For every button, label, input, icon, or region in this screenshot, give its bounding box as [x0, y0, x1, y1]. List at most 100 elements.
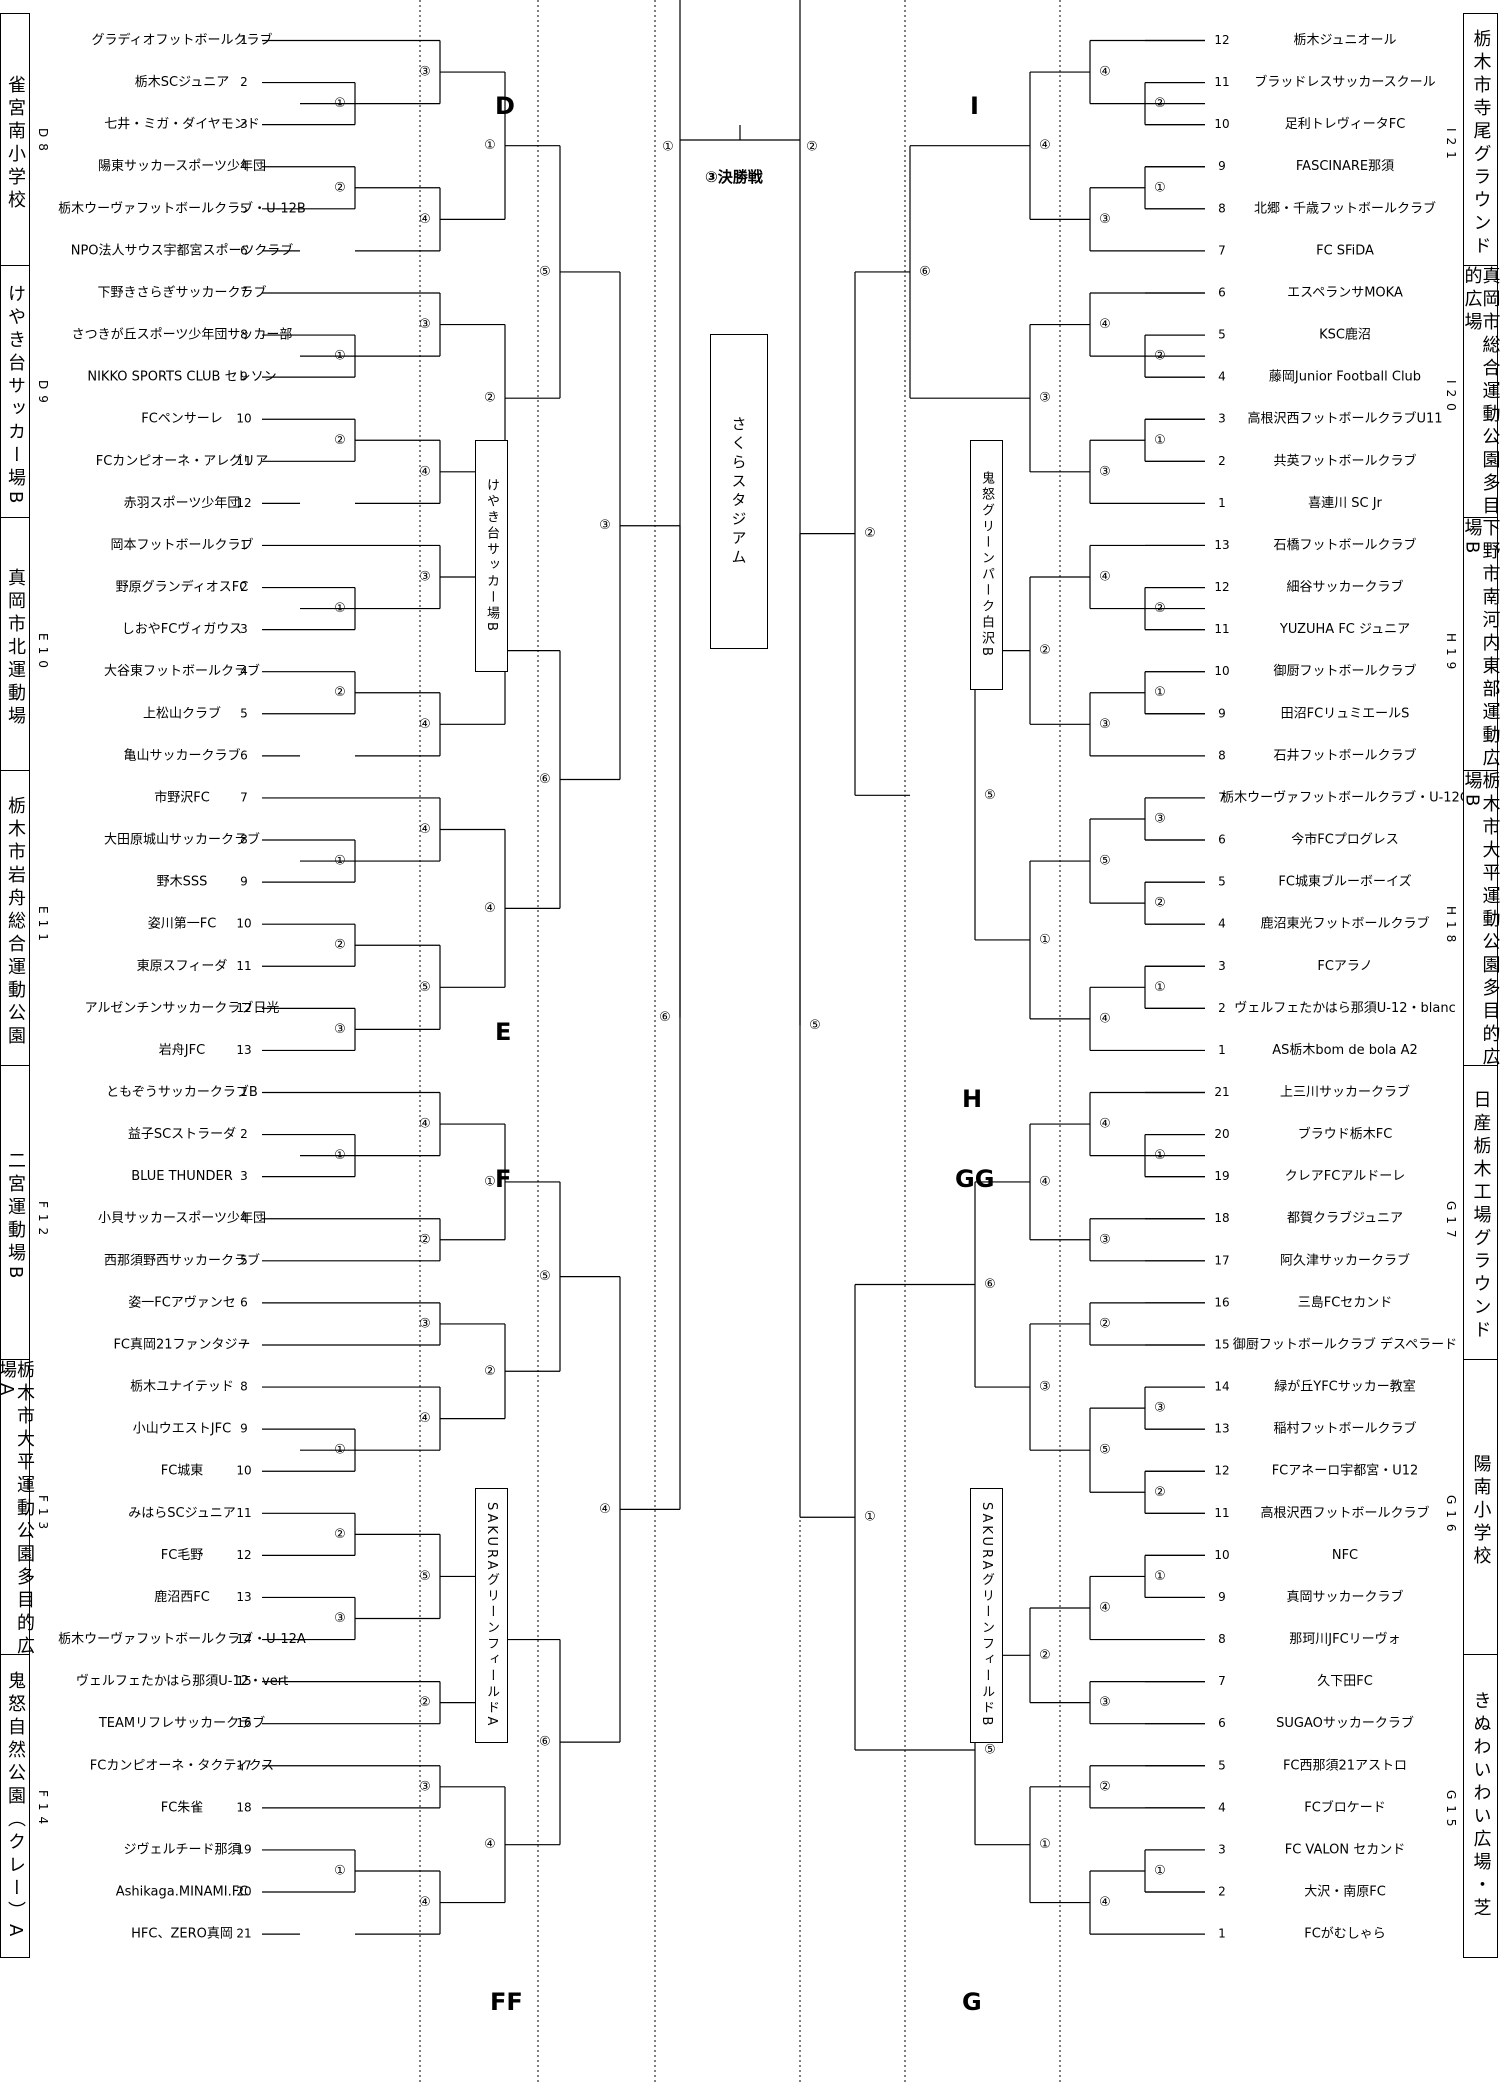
team-seed: 10 [236, 412, 251, 426]
round-label: ① [1154, 1863, 1166, 1878]
team-seed: 4 [240, 159, 248, 173]
team-name: FCアネーロ宇都宮・U12 [1272, 1463, 1419, 1479]
group-code: F13 [36, 1495, 50, 1536]
team-name: FC朱雀 [161, 1800, 204, 1815]
team-seed: 1 [240, 1085, 248, 1099]
team-seed: 9 [1218, 1590, 1226, 1604]
round-label: ③ [419, 65, 431, 80]
team-name: ジヴェルチード那須 [123, 1841, 240, 1857]
round-label: ① [1154, 180, 1166, 195]
team-name: 高根沢西フットボールクラブU11 [1247, 411, 1442, 427]
team-name: 高根沢西フットボールクラブ [1260, 1505, 1429, 1521]
team-seed: 1 [1218, 1043, 1226, 1057]
group-code: H19 [1444, 632, 1458, 675]
team-name: HFC、ZERO真岡 [131, 1927, 233, 1942]
venue-name: 真岡市北運動場 [5, 568, 26, 730]
round-label: ④ [1099, 1011, 1111, 1026]
group-code: E11 [36, 906, 50, 948]
round-label: ④ [1099, 1117, 1111, 1132]
venue-box: 雀宮南小学校 [0, 12, 30, 275]
team-seed: 11 [236, 1506, 251, 1520]
round-label: ② [484, 391, 496, 406]
team-name: みはらSCジュニア [128, 1506, 235, 1521]
round-label: ④ [419, 822, 431, 837]
team-seed: 7 [1218, 790, 1226, 804]
team-seed: 6 [240, 243, 248, 257]
team-name: FCカンピオーネ・アレグリア [96, 454, 269, 469]
team-name: 鹿沼東光フットボールクラブ [1260, 916, 1429, 932]
team-name: FC SFiDA [1316, 243, 1374, 258]
team-seed: 10 [1214, 664, 1229, 678]
team-name: ブラウド栃木FC [1298, 1126, 1393, 1142]
team-name: 赤羽スポーツ少年団 [124, 496, 241, 511]
team-name: ともぞうサッカークラブB [106, 1084, 258, 1100]
round-label: ④ [484, 1837, 496, 1852]
team-name: 大田原城山サッカークラブ [104, 832, 260, 848]
team-seed: 4 [1218, 917, 1226, 931]
venue-name: 鬼怒自然公園（クレー）A [5, 1670, 26, 1941]
team-name: 石井フットボールクラブ [1273, 747, 1416, 763]
round-label: ① [1039, 932, 1051, 947]
group-code: G17 [1444, 1200, 1458, 1244]
team-seed: 17 [236, 1758, 251, 1772]
team-seed: 12 [1214, 1464, 1229, 1478]
final-label: ③決勝戦 [705, 168, 763, 186]
team-name: AS栃木bom de bola A2 [1272, 1043, 1418, 1058]
team-seed: 2 [240, 580, 248, 594]
team-name: 東原スフィーダ [137, 958, 228, 974]
center-venue-name: SAKURAグリーンフィールドA [484, 1502, 499, 1729]
round-label: ③ [1099, 212, 1111, 227]
round-label: ② [1099, 1316, 1111, 1331]
round-label: ③ [1099, 464, 1111, 479]
round-label: ③ [1099, 1695, 1111, 1710]
team-seed: 7 [1218, 1674, 1226, 1688]
team-name: 上松山クラブ [143, 705, 221, 721]
team-name: 都賀クラブジュニア [1287, 1210, 1403, 1226]
team-seed: 6 [240, 1295, 248, 1309]
team-name: 三島FCセカンド [1298, 1295, 1393, 1310]
team-name: 藤岡Junior Football Club [1269, 370, 1421, 385]
team-seed: 3 [1218, 1842, 1226, 1856]
round-label: ① [864, 1510, 876, 1525]
center-venue-name: SAKURAグリーンフィールドB [979, 1502, 994, 1729]
block-label: H [962, 1085, 983, 1113]
group-code: I20 [1444, 380, 1458, 417]
group-code: G16 [1444, 1495, 1458, 1538]
round-label: ④ [419, 212, 431, 227]
round-label: ③ [1154, 1401, 1166, 1416]
team-name: FCアラノ [1317, 959, 1372, 974]
team-name: 小山ウエストJFC [133, 1422, 231, 1437]
round-label: ① [1154, 433, 1166, 448]
team-seed: 11 [236, 959, 251, 973]
team-name: ヴェルフェたかはら那須U-12・blanc [1234, 1000, 1455, 1016]
team-seed: 8 [1218, 748, 1226, 762]
round-label: ④ [419, 717, 431, 732]
team-name: FASCINARE那須 [1296, 159, 1394, 174]
team-seed: 14 [236, 1632, 251, 1646]
stadium-box: さくらスタジアム [710, 334, 768, 649]
venue-name: けやき台サッカー場B [5, 283, 26, 509]
group-code: F12 [36, 1200, 50, 1241]
round-label: ④ [1099, 1895, 1111, 1910]
team-seed: 9 [1218, 159, 1226, 173]
team-name: クレアFCアルドーレ [1285, 1169, 1405, 1184]
team-seed: 3 [240, 622, 248, 636]
team-seed: 7 [240, 1337, 248, 1351]
team-seed: 6 [240, 748, 248, 762]
round-label: ⑥ [539, 1735, 551, 1750]
round-label: ④ [1099, 570, 1111, 585]
round-label: ④ [1099, 317, 1111, 332]
team-name: FC真岡21ファンタジー [113, 1337, 250, 1352]
team-seed: 7 [1218, 243, 1226, 257]
round-label: ③ [599, 518, 611, 533]
team-seed: 16 [1214, 1295, 1229, 1309]
block-label: E [495, 1018, 512, 1046]
round-label: ② [334, 938, 346, 953]
team-name: エスペランサMOKA [1287, 285, 1403, 300]
round-label: ② [1154, 896, 1166, 911]
team-name: 下野きさらぎサッカークラブ [97, 284, 266, 300]
team-seed: 7 [240, 285, 248, 299]
center-venue-box: SAKURAグリーンフィールドA [475, 1488, 508, 1743]
round-label: ⑤ [539, 264, 551, 279]
team-name: 田沼FCリュミエールS [1281, 706, 1410, 721]
